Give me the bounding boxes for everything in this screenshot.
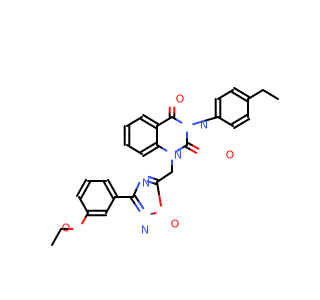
single-bond xyxy=(133,148,143,155)
double-bond xyxy=(84,181,92,192)
atom-n1: N xyxy=(174,149,182,162)
double-bond xyxy=(240,91,251,99)
double-bond xyxy=(149,118,160,126)
double-bond xyxy=(233,122,243,129)
double-bond xyxy=(139,117,150,125)
atom-o-carbonyl-c2: O xyxy=(226,149,235,162)
single-bond xyxy=(82,204,89,214)
single-bond xyxy=(176,146,184,152)
double-bond xyxy=(190,148,198,154)
single-bond xyxy=(156,181,160,195)
double-bond xyxy=(192,144,200,150)
single-bond xyxy=(262,89,272,96)
single-bond xyxy=(81,217,87,225)
atom-o-carbonyl-top: O xyxy=(176,93,185,106)
double-bond xyxy=(240,117,251,125)
double-bond xyxy=(238,114,248,121)
double-bond xyxy=(147,175,155,180)
double-bond xyxy=(139,146,150,154)
single-bond xyxy=(105,204,112,214)
single-bond xyxy=(156,120,166,127)
single-bond xyxy=(133,116,143,123)
single-bond xyxy=(78,196,85,206)
single-bond xyxy=(156,144,163,149)
atom-n-oxadiazole-upper: N xyxy=(142,177,150,190)
single-bond xyxy=(269,93,279,100)
double-bond xyxy=(142,150,152,157)
double-bond xyxy=(80,189,87,200)
single-bond xyxy=(224,89,234,96)
double-bond xyxy=(230,90,241,98)
atom-n-oxadiazole-lower: N xyxy=(141,224,149,237)
double-bond xyxy=(142,114,152,121)
double-bond xyxy=(238,95,248,102)
single-bond xyxy=(192,119,207,126)
double-bond xyxy=(130,197,137,206)
single-bond xyxy=(109,196,116,206)
single-bond xyxy=(175,118,183,124)
single-bond xyxy=(135,181,141,191)
single-bond xyxy=(126,144,136,151)
double-bond xyxy=(138,201,145,210)
double-bond xyxy=(111,186,119,197)
double-bond xyxy=(147,122,157,129)
double-bond xyxy=(107,189,114,200)
single-bond xyxy=(247,93,257,100)
double-bond xyxy=(230,118,241,126)
single-bond xyxy=(132,188,138,198)
double-bond xyxy=(133,194,141,204)
atom-o-ethoxy: O xyxy=(62,222,71,235)
single-bond xyxy=(163,116,173,123)
atom-o-oxadiazole: O xyxy=(171,218,180,231)
double-bond xyxy=(75,186,83,197)
double-bond xyxy=(146,180,153,184)
atom-labels: O N N O N N O O xyxy=(62,93,235,237)
double-bond xyxy=(80,178,87,189)
single-bond xyxy=(126,120,136,127)
single-bond xyxy=(156,176,166,183)
double-bond xyxy=(102,181,110,192)
single-bond xyxy=(224,120,234,127)
single-bond xyxy=(217,93,227,100)
atom-n3: N xyxy=(200,119,208,132)
double-bond xyxy=(147,142,157,149)
bonds xyxy=(51,87,279,246)
single-bond xyxy=(163,171,173,178)
double-bond xyxy=(134,203,141,212)
single-bond xyxy=(217,116,227,123)
single-bond xyxy=(157,192,162,207)
single-bond xyxy=(55,228,62,238)
single-bond xyxy=(51,236,58,246)
single-bond xyxy=(254,89,264,96)
double-bond xyxy=(149,145,160,153)
double-bond xyxy=(233,87,243,94)
double-bond xyxy=(107,178,114,189)
molecule-structure: O N N O N N O O xyxy=(51,87,279,246)
